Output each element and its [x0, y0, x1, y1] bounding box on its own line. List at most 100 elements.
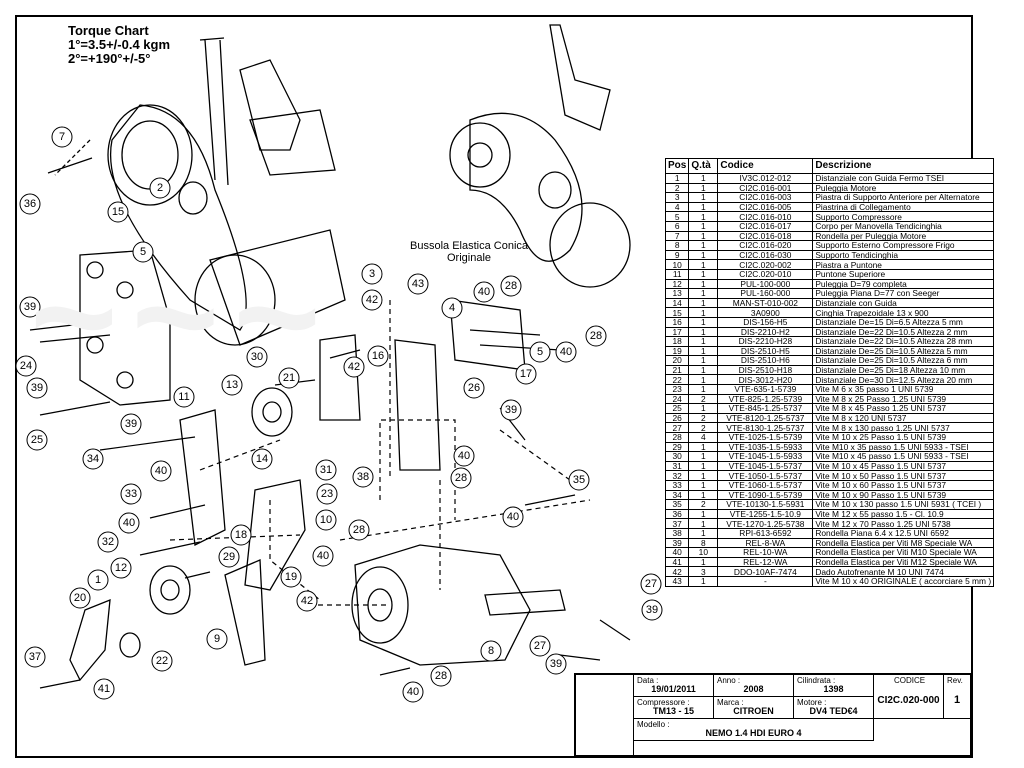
cell-code: VTE-1035-1.5-5933 [717, 441, 814, 453]
torque-line-1: 1°=3.5+/-0.4 kgm [68, 37, 171, 52]
callout-number: 30 [251, 351, 263, 363]
callout-number: 25 [31, 434, 43, 446]
header-code: Codice [717, 158, 814, 174]
cell-description: Distanziale De=30 Di=12.5 Altezza 20 mm [812, 374, 995, 386]
callout-circle [463, 377, 485, 399]
callout-circle [585, 325, 607, 347]
callout-5: 5 [529, 341, 551, 363]
cell-code: DDO-10AF-7474 [717, 566, 814, 577]
cell-qty: 2 [688, 422, 719, 434]
callout-8: 8 [480, 640, 502, 662]
callout-number: 40 [317, 550, 329, 562]
cell-description: Vite M 8 x 45 Passo 1.25 UNI 5737 [812, 403, 995, 414]
cell-qty: 1 [688, 201, 719, 213]
cell-pos: 7 [664, 230, 690, 242]
cell-pos: 19 [664, 345, 690, 357]
cell-pos: 15 [664, 307, 690, 318]
callout-number: 39 [646, 604, 658, 616]
callout-circle [500, 399, 522, 421]
callout-28: 28 [348, 519, 370, 541]
header-description: Descrizione [812, 158, 995, 174]
cell-description: Vite M 12 x 70 Passo 1.25 UNI 5738 [812, 518, 995, 529]
date-cell: Data : 19/01/2011 [634, 675, 714, 697]
cell-qty: 1 [688, 220, 719, 232]
code-cell: CODICE CI2C.020-000 [874, 675, 944, 719]
cell-description: Vite M 6 x 35 passo 1 UNI 5739 [812, 384, 995, 395]
callout-circle [529, 341, 551, 363]
cell-code: DIS-2210-H2 [717, 326, 814, 338]
cell-pos: 9 [664, 249, 690, 261]
callout-number: 4 [449, 302, 455, 314]
code-label: CODICE [894, 676, 926, 685]
callout-number: 24 [20, 360, 32, 372]
cell-description: Vite M 12 x 55 passo 1.5 - Cl. 10.9 [812, 508, 995, 520]
callout-circle [87, 569, 109, 591]
callout-circle [348, 519, 370, 541]
cell-description: Vite M10 x 45 passo 1.5 UNI 5933 - TSEI [812, 451, 995, 462]
callout-circle [26, 377, 48, 399]
callout-number: 7 [59, 131, 65, 143]
cell-qty: 1 [688, 374, 719, 386]
callout-circle [24, 646, 46, 668]
callout-number: 35 [573, 474, 585, 486]
callout-circle [110, 557, 132, 579]
callout-24: 24 [15, 355, 37, 377]
cell-pos: 5 [664, 211, 690, 222]
cell-qty: 1 [688, 460, 719, 472]
cell-description: Vite M 10 x 45 Passo 1.5 UNI 5737 [812, 460, 995, 472]
callout-circle [150, 460, 172, 482]
callout-circle [149, 177, 171, 199]
cell-pos: 33 [664, 480, 690, 491]
background-watermark: ~~~ [30, 232, 335, 400]
cell-pos: 36 [664, 508, 690, 520]
callout-39: 39 [120, 413, 142, 435]
bussola-line-2: Originale [446, 252, 492, 264]
callout-37: 37 [24, 646, 46, 668]
callout-number: 31 [320, 464, 332, 476]
callout-25: 25 [26, 429, 48, 451]
callout-41: 41 [93, 678, 115, 700]
callout-circle [15, 355, 37, 377]
callout-circle [97, 531, 119, 553]
cell-code: 3A0900 [717, 307, 814, 318]
cell-pos: 22 [664, 374, 690, 386]
torque-title: Torque Chart [68, 23, 149, 38]
callout-circle [430, 665, 452, 687]
callout-number: 39 [505, 404, 517, 416]
callout-number: 41 [98, 683, 110, 695]
callout-5: 5 [132, 241, 154, 263]
cell-qty: 4 [688, 432, 719, 443]
callout-number: 32 [102, 536, 114, 548]
callout-circle [280, 566, 302, 588]
callout-23: 23 [316, 483, 338, 505]
cell-qty: 3 [688, 566, 719, 577]
callout-number: 15 [112, 206, 124, 218]
callout-40: 40 [150, 460, 172, 482]
callout-number: 3 [369, 268, 375, 280]
cell-pos: 10 [664, 259, 690, 270]
revision-cell: Rev. 1 [944, 675, 970, 719]
cell-qty: 1 [688, 278, 719, 290]
callout-circle [206, 628, 228, 650]
callout-14: 14 [251, 448, 273, 470]
cell-qty: 1 [688, 211, 719, 222]
bussola-note: Bussola Elastica Conica Originale [410, 240, 528, 264]
callout-circle [316, 483, 338, 505]
callout-number: 39 [24, 301, 36, 313]
cell-qty: 1 [688, 556, 719, 568]
cell-qty: 1 [688, 307, 719, 318]
callout-39: 39 [545, 653, 567, 675]
callout-number: 40 [458, 450, 470, 462]
callout-19: 19 [280, 566, 302, 588]
callout-circle [82, 448, 104, 470]
torque-chart: Torque Chart 1°=3.5+/-0.4 kgm 2°=+190°+/… [68, 24, 170, 66]
